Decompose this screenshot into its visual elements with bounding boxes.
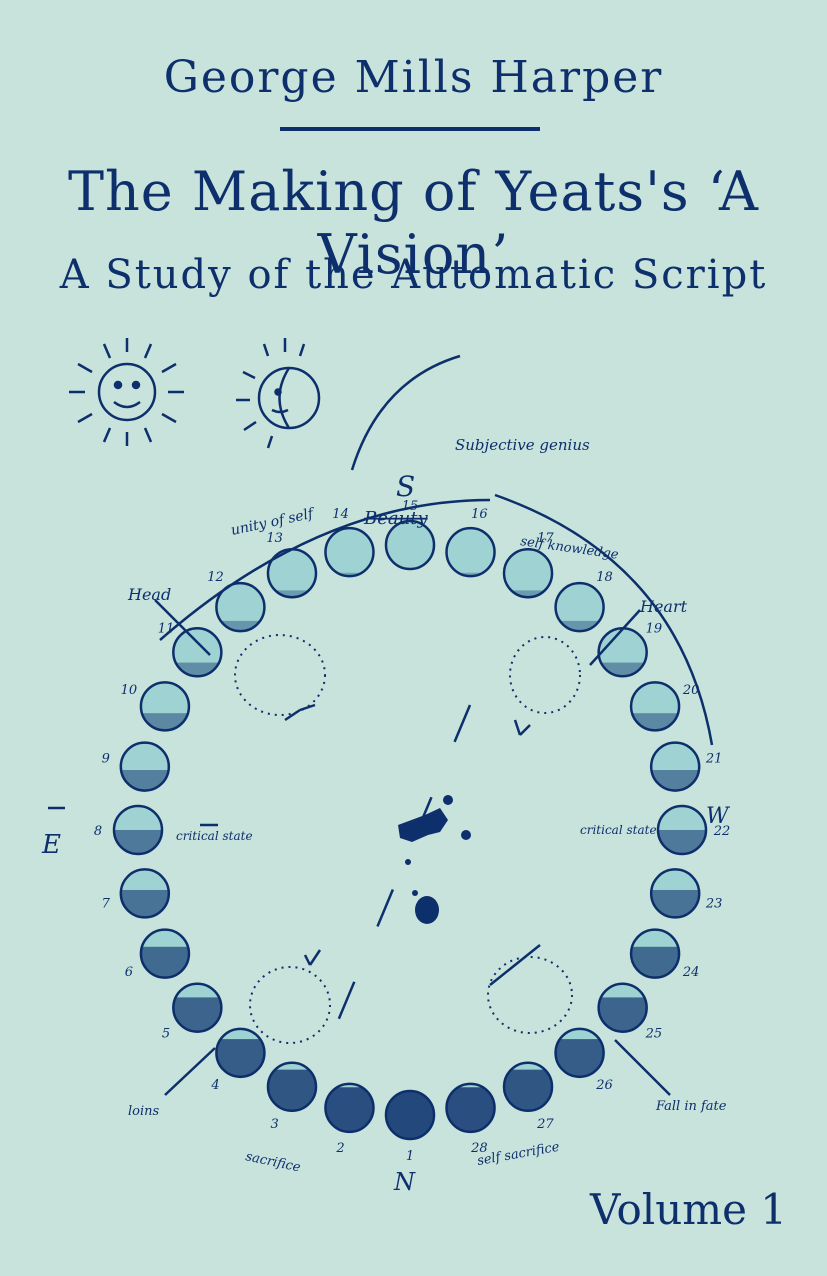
phase-number-27: 27 xyxy=(536,1117,554,1132)
phase-number-4: 4 xyxy=(210,1078,219,1093)
moon-phase-14 xyxy=(324,526,375,578)
moon-phase-20 xyxy=(629,681,681,732)
phase-number-8: 8 xyxy=(94,824,102,839)
loins-pointer xyxy=(164,1047,216,1096)
moon-phase-22 xyxy=(656,804,708,856)
phase-number-15: 15 xyxy=(402,499,419,514)
head-pointer xyxy=(154,599,211,656)
moon-phase-12 xyxy=(215,581,266,633)
upper-arc xyxy=(350,354,461,471)
annotation-loins: loins xyxy=(128,1104,160,1119)
moon-phase-circle xyxy=(112,519,708,1141)
phase-number-23: 23 xyxy=(705,896,723,911)
book-subtitle: A Study of the Automatic Script xyxy=(59,252,768,298)
annotation-beauty: Beauty xyxy=(363,508,428,529)
phase-number-25: 25 xyxy=(645,1027,663,1042)
phase-number-14: 14 xyxy=(332,507,349,522)
phase-number-9: 9 xyxy=(102,752,110,767)
phase-number-10: 10 xyxy=(121,683,138,698)
phase-number-5: 5 xyxy=(162,1027,170,1042)
moon-phase-19 xyxy=(597,627,648,678)
moon-phase-10 xyxy=(139,681,191,732)
moon-phase-28 xyxy=(445,1082,496,1134)
moon-phase-24 xyxy=(629,928,681,979)
annotation-critical-state-right: critical state xyxy=(580,823,657,837)
unity-arc xyxy=(159,498,491,641)
phase-number-16: 16 xyxy=(471,507,488,522)
phase-number-28: 28 xyxy=(470,1141,488,1156)
sun-face-left-icon xyxy=(69,338,184,446)
phase-number-19: 19 xyxy=(646,621,663,636)
phase-number-2: 2 xyxy=(335,1141,344,1156)
annotation-fall-in-fate: Fall in fate xyxy=(655,1099,727,1114)
phase-number-26: 26 xyxy=(595,1078,613,1093)
moon-phase-4 xyxy=(215,1027,266,1079)
moon-phase-17 xyxy=(502,547,554,599)
moon-phase-16 xyxy=(445,526,496,578)
phase-number-12: 12 xyxy=(207,570,224,585)
phase-number-18: 18 xyxy=(596,570,613,585)
phase-number-24: 24 xyxy=(682,965,700,980)
phase-number-7: 7 xyxy=(102,896,111,911)
moon-phase-3 xyxy=(266,1061,318,1113)
moon-phase-2 xyxy=(324,1082,375,1134)
moon-phase-21 xyxy=(649,741,701,792)
moon-phase-9 xyxy=(119,741,171,792)
phase-number-20: 20 xyxy=(682,683,700,698)
moon-phase-6 xyxy=(139,928,191,979)
compass-west: W xyxy=(706,804,731,829)
compass-north: N xyxy=(393,1168,416,1196)
phase-number-13: 13 xyxy=(266,531,283,546)
title-divider xyxy=(280,127,540,131)
center-dashed-line xyxy=(328,704,472,1041)
annotation-heart: Heart xyxy=(639,597,688,616)
book-title: The Making of Yeats's ‘A Vision’ xyxy=(67,160,759,286)
moon-phase-25 xyxy=(597,982,648,1033)
heart-pointer xyxy=(589,609,641,666)
annotation-subjective-genius: Subjective genius xyxy=(455,436,590,454)
moon-phase-26 xyxy=(554,1027,605,1079)
annotation-head: Head xyxy=(127,585,171,604)
dotted-loops xyxy=(234,634,581,1044)
sun-face-right-icon xyxy=(236,338,321,449)
phase-number-3: 3 xyxy=(270,1117,278,1132)
fate-pointer xyxy=(614,1039,671,1096)
annotation-self-sacrifice: self sacrifice xyxy=(476,1140,561,1169)
phase-number-17: 17 xyxy=(537,531,554,546)
moon-phase-1 xyxy=(384,1089,436,1141)
moon-phase-8 xyxy=(112,804,164,856)
phase-number-21: 21 xyxy=(705,752,723,767)
phase-number-1: 1 xyxy=(406,1149,414,1164)
compass-east: E xyxy=(41,830,61,860)
moon-phase-18 xyxy=(554,581,605,633)
compass-south: S xyxy=(396,470,415,503)
annotation-critical-state-left: critical state xyxy=(176,829,253,843)
moon-phase-13 xyxy=(266,547,318,599)
moon-phase-27 xyxy=(502,1061,554,1113)
ink-blots xyxy=(398,795,471,924)
annotation-sacrifice: sacrifice xyxy=(244,1149,302,1175)
moon-phase-11 xyxy=(172,627,223,678)
volume-label: Volume 1 xyxy=(590,1185,787,1234)
moon-phase-15 xyxy=(384,519,436,571)
moon-phase-5 xyxy=(172,982,223,1033)
phase-number-6: 6 xyxy=(125,965,133,980)
moon-phase-7 xyxy=(119,868,171,919)
self-knowledge-arc xyxy=(494,493,714,746)
diagram-strokes xyxy=(48,354,714,1096)
author-name: George Mills Harper xyxy=(163,52,664,103)
moon-phase-23 xyxy=(649,868,701,919)
phase-number-22: 22 xyxy=(713,824,731,839)
phase-number-labels: 1234567891011121314151617181920212223242… xyxy=(94,499,730,1164)
